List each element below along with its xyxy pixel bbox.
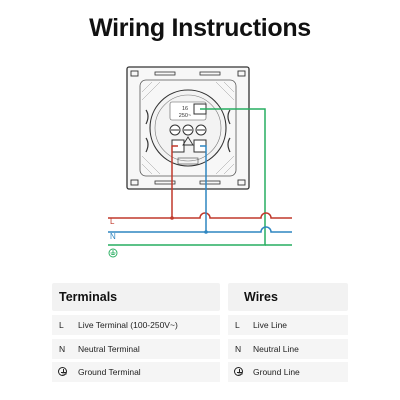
corner-tab — [130, 70, 139, 77]
corner-tab — [237, 179, 246, 186]
terminal-symbol-live: L — [59, 320, 64, 330]
neutral-bus — [108, 226, 292, 233]
live-bus — [108, 212, 292, 219]
terminals-heading: Terminals — [59, 290, 118, 304]
wires-header-panel — [228, 283, 348, 311]
wire-label-ground: Ground Line — [253, 367, 300, 377]
mount-bar — [154, 180, 176, 185]
wire-label-neutral: Neutral Line — [253, 344, 299, 354]
mount-bar — [199, 71, 221, 76]
terminal-label-ground: Ground Terminal — [78, 367, 141, 377]
inner-frame — [139, 79, 237, 177]
wire-row-neutral — [228, 339, 348, 359]
bus-label-neutral: N — [110, 232, 116, 241]
side-clip — [145, 109, 149, 125]
wires-heading: Wires — [244, 290, 278, 304]
terminal-row-live — [52, 315, 220, 335]
mount-bar — [199, 180, 221, 185]
neutral-wire — [200, 145, 207, 232]
wire-row-ground — [228, 362, 348, 382]
ground-icon — [234, 367, 243, 376]
terminal-label-live: Live Terminal (100-250V~) — [78, 320, 178, 330]
corner-tab — [237, 70, 246, 77]
terminal-row-neutral — [52, 339, 220, 359]
side-clip — [145, 137, 149, 153]
rating-top: 16 — [182, 106, 188, 112]
terminal-symbol-neutral: N — [59, 344, 66, 354]
rating-bottom: 250~ — [179, 113, 191, 119]
mount-bar — [154, 71, 176, 76]
terminal-label-neutral: Neutral Terminal — [78, 344, 140, 354]
side-clip — [227, 137, 231, 153]
terminals-header-panel — [52, 283, 220, 311]
bus-label-live: L — [110, 217, 115, 226]
corner-tab — [130, 179, 139, 186]
wire-row-live — [228, 315, 348, 335]
wire-label-live: Live Line — [253, 320, 288, 330]
wire-symbol-live: L — [235, 320, 240, 330]
page-title: Wiring Instructions — [89, 14, 311, 42]
side-clip — [227, 109, 231, 125]
terminal-row-ground — [52, 362, 220, 382]
warning-icon — [182, 136, 194, 146]
live-wire — [171, 145, 178, 218]
wire-symbol-neutral: N — [235, 344, 242, 354]
ground-icon — [58, 367, 67, 376]
ground-wire — [108, 108, 266, 246]
ground-bus-icon — [108, 248, 118, 258]
